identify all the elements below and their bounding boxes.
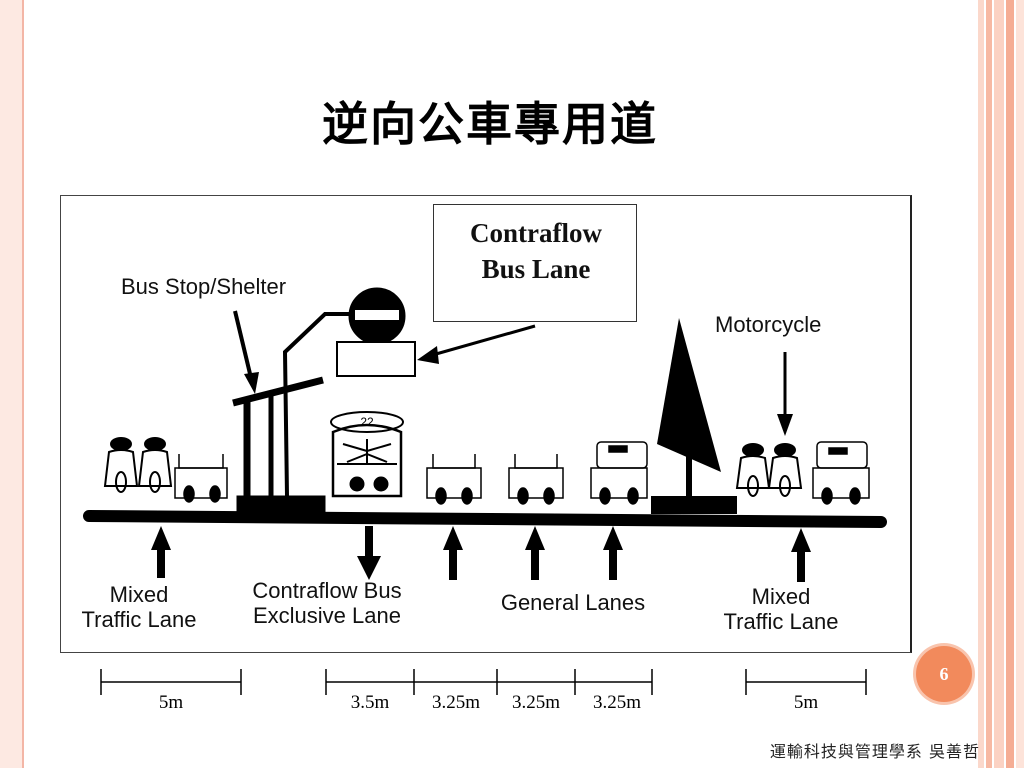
- motorcycle-riders-right: [735, 443, 803, 497]
- motorcycle-pointer-arrow: [777, 352, 793, 436]
- width-general-1: 3.25m: [431, 692, 481, 713]
- bus-shelter: [232, 376, 326, 513]
- lane-label-general: General Lanes: [500, 590, 646, 615]
- car-left: [174, 454, 228, 503]
- diagram-drawing: 22: [83, 287, 887, 582]
- width-mixed-left: 5m: [158, 692, 184, 713]
- arrow-up-general-3: [603, 526, 623, 580]
- car-general-3: [590, 441, 648, 505]
- slide-title: 逆向公車專用道: [322, 97, 658, 151]
- sign-pointer-arrow: [417, 324, 536, 364]
- contraflow-sign-caption: Contraflow Bus Lane: [433, 204, 637, 322]
- bus-stop-pointer-arrow: [233, 310, 259, 394]
- lane-label-mixed-left: Mixed Traffic Lane: [81, 582, 197, 632]
- road-surface: [83, 510, 887, 528]
- no-entry-sign: [282, 287, 416, 497]
- motorcycle-riders-left: [103, 437, 173, 493]
- left-border-decoration: [0, 0, 24, 768]
- car-general-1: [426, 454, 482, 505]
- direction-arrows: [151, 526, 811, 582]
- arrow-down-contraflow: [357, 526, 381, 580]
- median-tree: [651, 318, 737, 514]
- arrow-up-mixed-left: [151, 526, 171, 578]
- page-number-badge: 6: [916, 646, 972, 702]
- width-general-3: 3.25m: [592, 692, 642, 713]
- lane-label-contraflow: Contraflow Bus Exclusive Lane: [252, 578, 402, 628]
- bus-front-view: [330, 411, 404, 498]
- bus-stop-label: Bus Stop/Shelter: [121, 274, 287, 299]
- width-mixed-right: 5m: [793, 692, 819, 713]
- bus-number: 22: [360, 415, 374, 429]
- contraflow-diagram: 22: [60, 195, 912, 653]
- arrow-up-mixed-right: [791, 528, 811, 582]
- slide-footer: 運輸科技與管理學系 吳善哲: [769, 742, 980, 761]
- width-general-2: 3.25m: [511, 692, 561, 713]
- lane-width-dimension-lines: [100, 669, 867, 695]
- sign-title-line1: Contraflow: [470, 218, 602, 248]
- width-contraflow: 3.5m: [350, 692, 390, 713]
- car-right: [812, 441, 870, 505]
- sign-title-line2: Bus Lane: [481, 254, 591, 284]
- arrow-up-general-1: [443, 526, 463, 580]
- right-stripe-decoration: [978, 0, 1024, 768]
- motorcycle-label: Motorcycle: [715, 312, 822, 337]
- lane-label-mixed-right: Mixed Traffic Lane: [723, 584, 839, 634]
- car-general-2: [508, 454, 564, 505]
- arrow-up-general-2: [525, 526, 545, 580]
